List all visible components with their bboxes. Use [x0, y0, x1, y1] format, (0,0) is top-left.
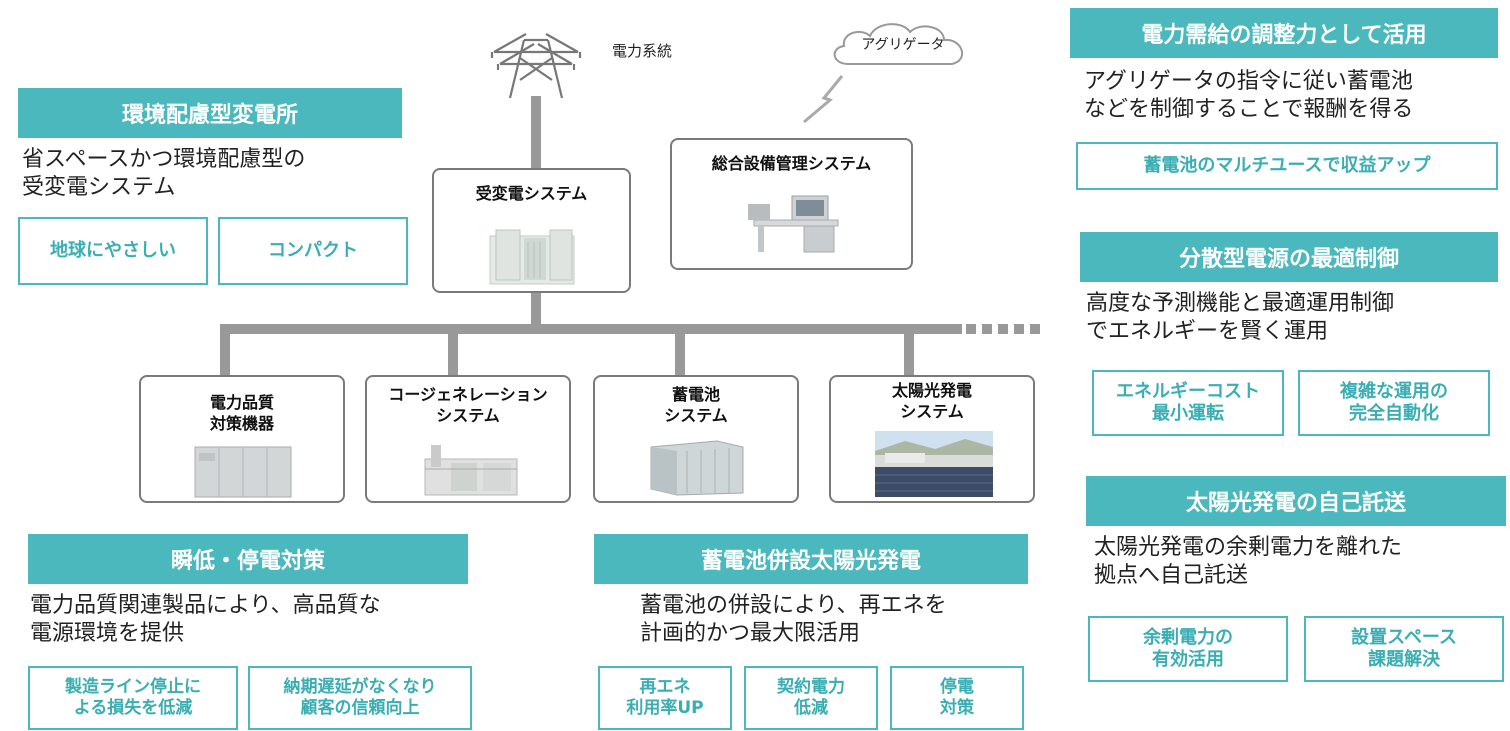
tag-renewable-usage-up: 再エネ 利用率UP: [598, 666, 732, 730]
power-quality-title: 電力品質 対策機器: [209, 393, 274, 433]
receiving-system-title: 受変電システム: [475, 184, 588, 203]
battery-system-title: 蓄電池 システム: [664, 385, 728, 425]
management-system-box: 総合設備管理システム: [670, 138, 913, 270]
solar-system-box: 太陽光発電 システム: [829, 375, 1035, 503]
aggregator-label: アグリゲータ: [861, 37, 945, 53]
drop-line-power-quality: [220, 324, 230, 376]
receiving-drop-line: [531, 293, 541, 328]
grid-drop-line: [531, 96, 541, 168]
eco-substation-desc: 省スペースかつ環境配慮型の 受変電システム: [22, 147, 306, 200]
tag-battery-multiuse: 蓄電池のマルチユースで収益アップ: [1076, 142, 1498, 190]
receiving-system-box: 受変電システム: [432, 168, 631, 293]
cogeneration-title: コージェネレーション システム: [388, 385, 548, 425]
demand-adjustment-desc: アグリゲータの指令に従い蓄電池 などを制御することで報酬を得る: [1084, 69, 1414, 122]
tag-customer-trust: 納期遅延がなくなり 顧客の信頼向上: [248, 666, 472, 730]
eco-substation-heading: 環境配慮型変電所: [18, 88, 402, 138]
power-quality-box: 電力品質 対策機器: [139, 375, 345, 503]
distributed-power-desc: 高度な予測機能と最適運用制御 でエネルギーを賢く運用: [1086, 291, 1395, 344]
control-desk-image: [744, 190, 842, 254]
tag-compact: コンパクト: [218, 217, 408, 285]
outage-measures-desc: 電力品質関連製品により、高品質な 電源環境を提供: [30, 593, 381, 646]
solar-system-title: 太陽光発電 システム: [891, 381, 972, 421]
cogeneration-image: [421, 439, 521, 497]
tag-full-automation: 複雑な運用の 完全自動化: [1298, 370, 1490, 436]
transmission-tower-icon: [486, 30, 586, 100]
bus-continuation-dots: [966, 324, 1040, 334]
main-bus-line: [222, 324, 962, 334]
self-wheeling-desc: 太陽光発電の余剰電力を離れた 拠点へ自己託送: [1094, 535, 1403, 588]
drop-line-solar: [904, 324, 914, 376]
self-wheeling-heading: 太陽光発電の自己託送: [1086, 476, 1506, 526]
power-grid-label: 電力系統: [612, 42, 673, 60]
drop-line-cogeneration: [448, 324, 458, 376]
cloud-icon: [826, 18, 976, 70]
tag-eco-friendly: 地球にやさしい: [18, 217, 208, 285]
distributed-power-heading: 分散型電源の最適制御: [1080, 232, 1498, 282]
management-system-title: 総合設備管理システム: [711, 154, 872, 173]
power-quality-equipment-image: [193, 443, 293, 499]
tag-contract-power-reduction: 契約電力 低減: [744, 666, 878, 730]
tag-installation-space: 設置スペース 課題解決: [1304, 616, 1504, 682]
drop-line-battery: [675, 324, 685, 376]
transformer-image: [488, 226, 576, 286]
battery-solar-desc: 蓄電池の併設により、再エネを 計画的かつ最大限活用: [640, 593, 947, 646]
wireless-signal-icon: [796, 72, 850, 126]
tag-min-energy-cost: エネルギーコスト 最小運転: [1092, 370, 1284, 436]
demand-adjustment-heading: 電力需給の調整力として活用: [1070, 8, 1498, 58]
tag-outage-countermeasure: 停電 対策: [890, 666, 1024, 730]
battery-container-image: [647, 437, 747, 497]
cogeneration-box: コージェネレーション システム: [365, 375, 571, 503]
battery-solar-heading: 蓄電池併設太陽光発電: [594, 534, 1028, 584]
solar-farm-image: [875, 431, 993, 497]
battery-system-box: 蓄電池 システム: [593, 375, 799, 503]
tag-surplus-power-use: 余剰電力の 有効活用: [1088, 616, 1288, 682]
tag-reduce-line-stop-loss: 製造ライン停止に よる損失を低減: [28, 666, 238, 730]
outage-measures-heading: 瞬低・停電対策: [28, 534, 468, 584]
